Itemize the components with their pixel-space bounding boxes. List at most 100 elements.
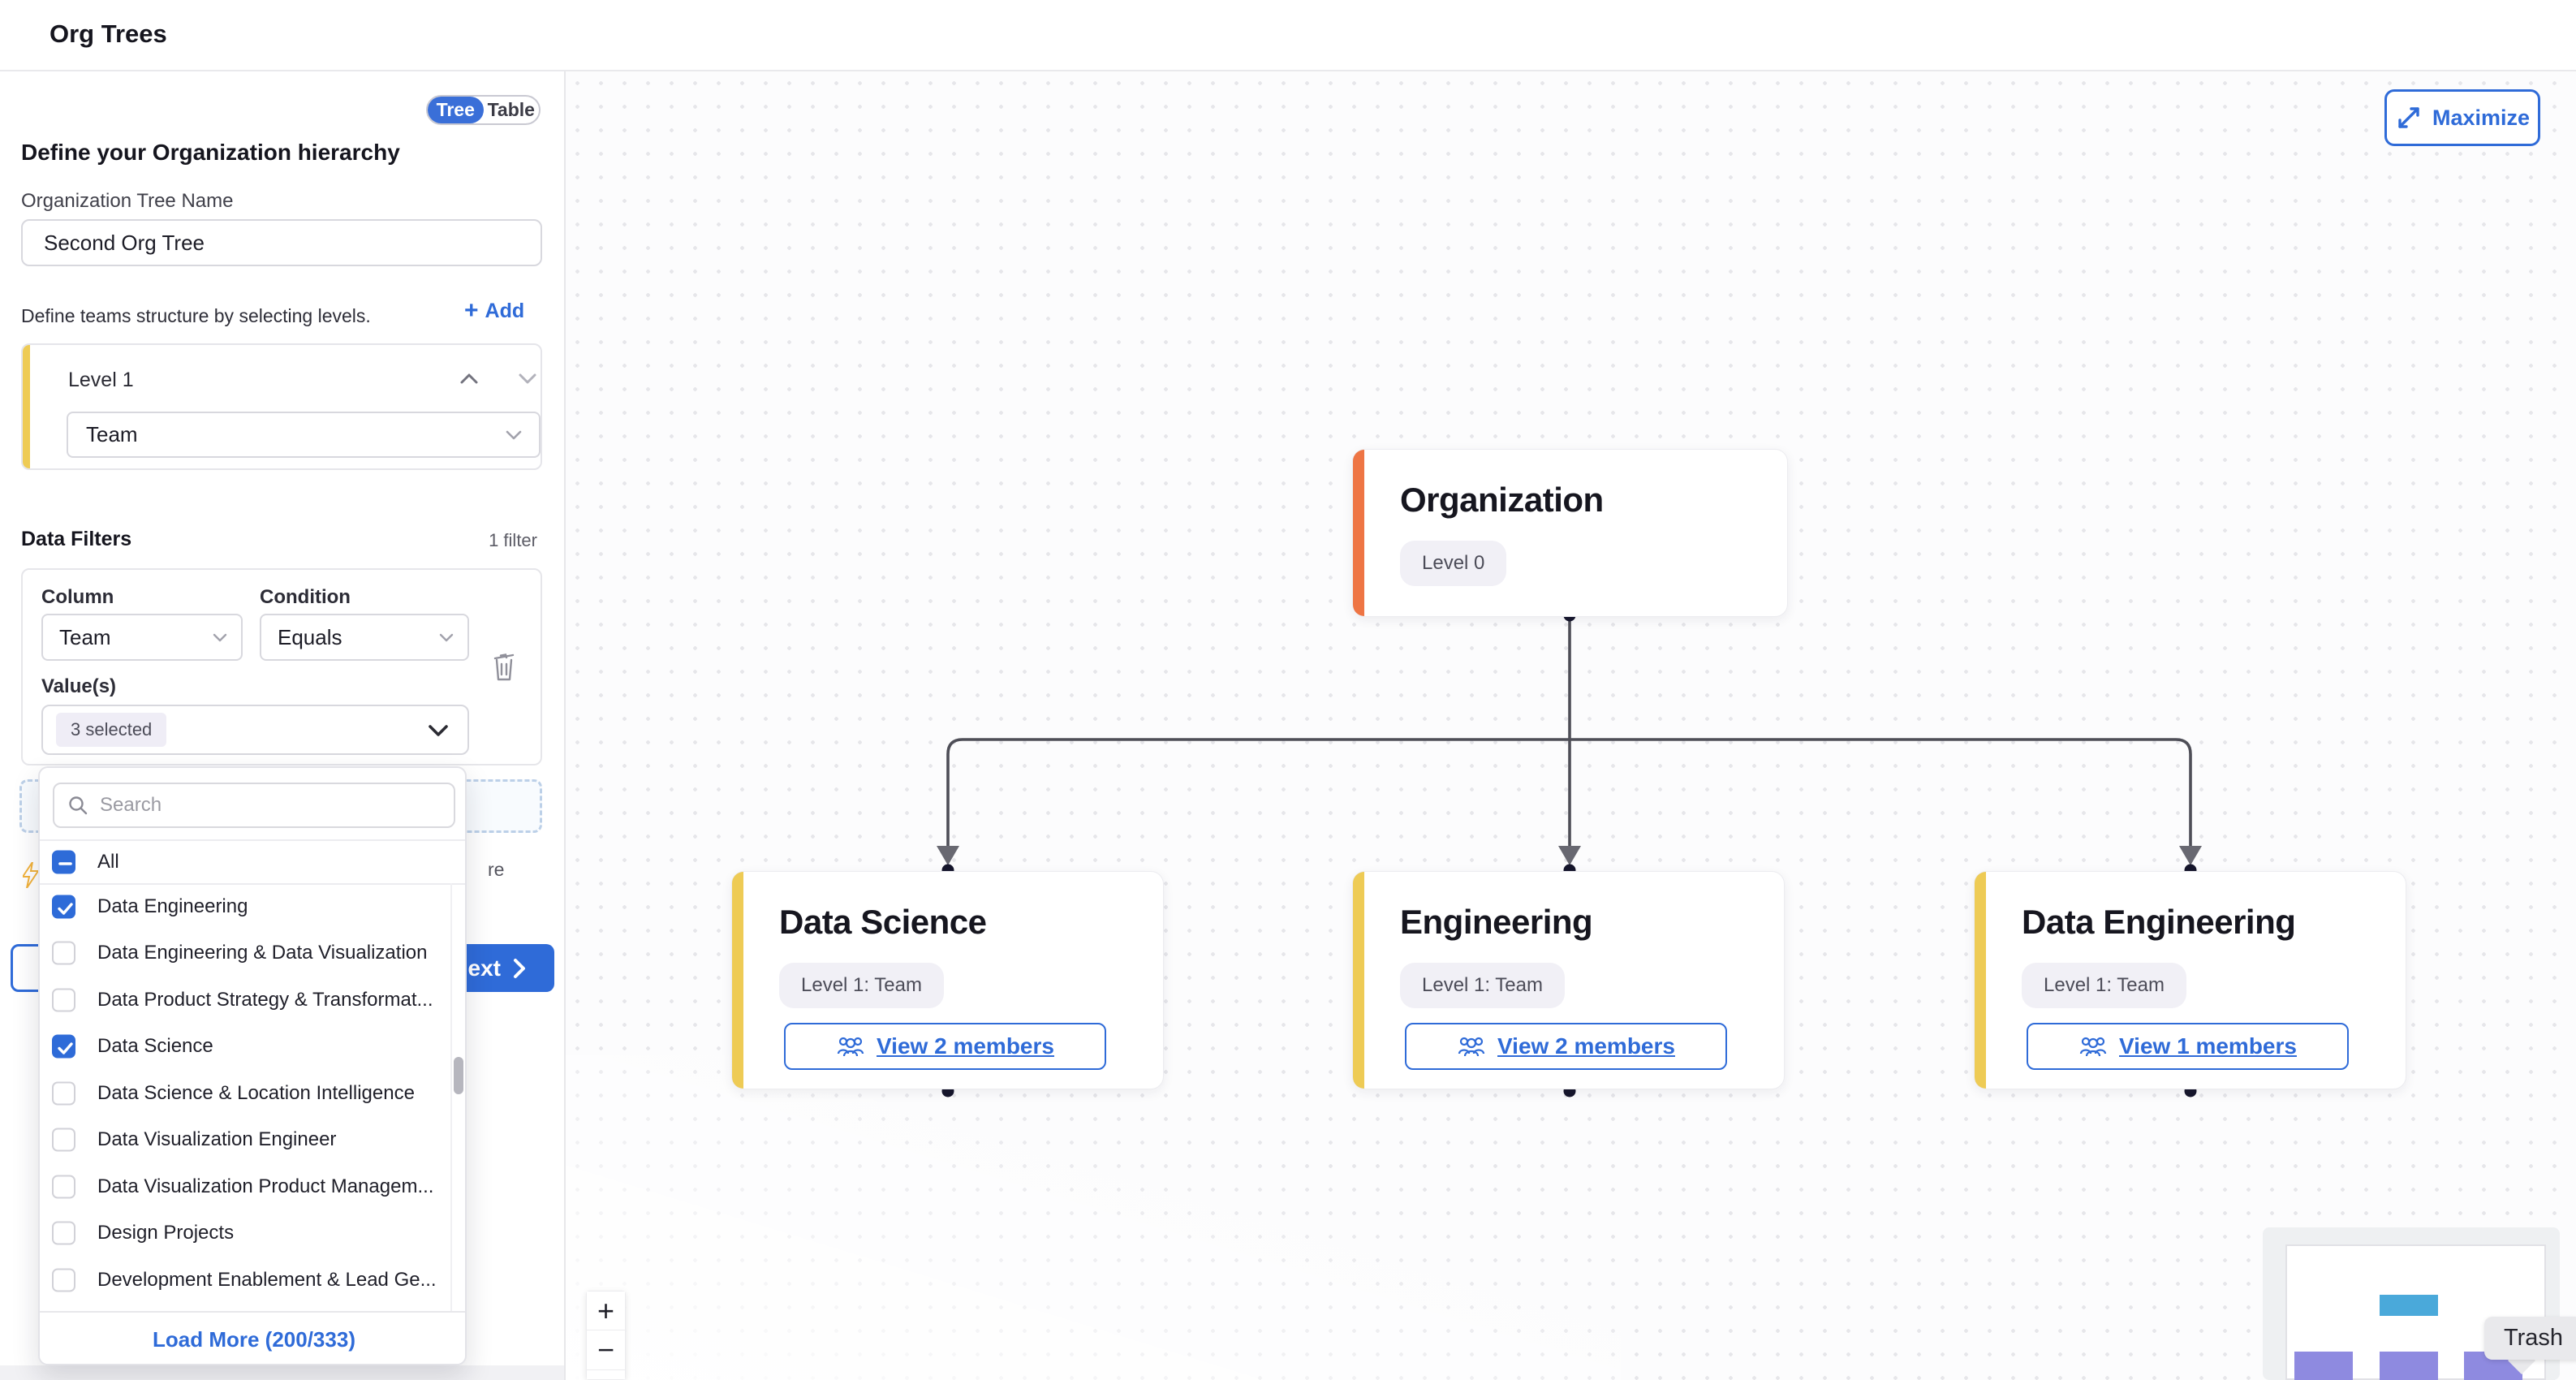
column-select[interactable]: Team xyxy=(41,614,243,661)
values-multiselect[interactable]: 3 selected xyxy=(41,705,469,755)
minimap-child-node xyxy=(2380,1352,2438,1380)
canvas-fade-overlay xyxy=(566,1055,1621,1380)
page-title: Org Trees xyxy=(50,19,167,48)
maximize-label: Maximize xyxy=(2432,105,2531,130)
view-members-button[interactable]: View 2 members xyxy=(784,1023,1106,1070)
move-up-icon[interactable] xyxy=(459,373,479,385)
org-node-child[interactable]: Data Science Level 1: Team View 2 member… xyxy=(731,871,1164,1089)
tree-name-input[interactable]: Second Org Tree xyxy=(21,219,542,266)
load-more-button[interactable]: Load More (200/333) xyxy=(153,1327,355,1352)
view-members-button[interactable]: View 1 members xyxy=(2027,1023,2349,1070)
search-input[interactable] xyxy=(100,794,424,817)
sidebar-heading: Define your Organization hierarchy xyxy=(21,140,400,165)
dropdown-search[interactable] xyxy=(53,783,455,828)
view-members-button[interactable]: View 2 members xyxy=(1405,1023,1727,1070)
expand-icon xyxy=(2398,107,2419,128)
dropdown-list: Data Engineering Data Engineering & Data… xyxy=(40,883,465,1312)
trash-label: Trash xyxy=(2484,1317,2576,1360)
view-members-label: View 1 members xyxy=(2119,1033,2297,1059)
move-down-icon[interactable] xyxy=(518,373,537,385)
canvas-zoom-controls: + − xyxy=(586,1291,626,1380)
dropdown-item[interactable]: Development & Portfolio Strat... xyxy=(40,1304,465,1312)
org-node-child[interactable]: Data Engineering Level 1: Team View 1 me… xyxy=(1974,871,2406,1089)
selected-count-chip: 3 selected xyxy=(56,713,167,747)
node-level-badge: Level 1: Team xyxy=(779,963,944,1008)
item-checkbox[interactable] xyxy=(52,1175,75,1198)
select-all-row[interactable]: All xyxy=(40,841,465,883)
dropdown-item[interactable]: Data Visualization Engineer xyxy=(40,1117,465,1163)
dropdown-item[interactable]: Data Engineering xyxy=(40,883,465,929)
dropdown-item[interactable]: Data Engineering & Data Visualization xyxy=(40,930,465,977)
select-all-label: All xyxy=(97,851,119,873)
item-label: Data Visualization Engineer xyxy=(97,1128,337,1150)
node-title: Engineering xyxy=(1400,903,1593,941)
dropdown-item[interactable]: Data Science & Location Intelligence xyxy=(40,1070,465,1116)
members-people-icon xyxy=(1458,1037,1485,1057)
level-card: Level 1 Team xyxy=(21,343,542,470)
fit-view-button[interactable] xyxy=(586,1370,626,1380)
condition-select[interactable]: Equals xyxy=(260,614,469,661)
minimap-child-node xyxy=(2294,1352,2353,1380)
column-value: Team xyxy=(59,624,111,649)
view-members-label: View 2 members xyxy=(877,1033,1054,1059)
dropdown-item[interactable]: Development Enablement & Lead Ge... xyxy=(40,1257,465,1303)
zoom-out-button[interactable]: − xyxy=(586,1330,626,1370)
maximize-button[interactable]: Maximize xyxy=(2384,89,2540,146)
column-label: Column xyxy=(41,586,114,608)
lightning-icon xyxy=(23,862,39,888)
select-all-checkbox-indeterminate[interactable] xyxy=(52,850,75,874)
zoom-in-button[interactable]: + xyxy=(586,1291,626,1330)
chevron-down-icon xyxy=(213,633,227,642)
view-members-label: View 2 members xyxy=(1497,1033,1675,1059)
item-label: Data Science xyxy=(97,1035,213,1057)
view-toggle: Tree Table xyxy=(426,95,541,125)
tree-name-label: Organization Tree Name xyxy=(21,190,234,212)
minimap-root-node xyxy=(2380,1295,2438,1316)
tab-table[interactable]: Table xyxy=(487,99,535,120)
chevron-down-icon xyxy=(429,725,448,736)
dropdown-item[interactable]: Data Science xyxy=(40,1024,465,1070)
level-accent-bar xyxy=(23,345,30,468)
item-checkbox-checked[interactable] xyxy=(52,1034,75,1059)
item-label: Data Science & Location Intelligence xyxy=(97,1081,415,1104)
dropdown-item[interactable]: Design Projects xyxy=(40,1210,465,1257)
tab-tree[interactable]: Tree xyxy=(428,97,484,123)
search-icon xyxy=(69,796,88,815)
dropdown-footer: Load More (200/333) xyxy=(40,1311,465,1364)
scrollbar-thumb[interactable] xyxy=(454,1057,463,1094)
item-label: Data Engineering xyxy=(97,895,248,917)
item-label: Development Enablement & Lead Ge... xyxy=(97,1268,437,1291)
divider xyxy=(40,883,465,885)
item-checkbox-checked[interactable] xyxy=(52,895,75,918)
node-title: Data Science xyxy=(779,903,987,941)
level-type-select[interactable]: Team xyxy=(67,412,541,458)
hidden-text-fragment: re xyxy=(488,859,505,880)
data-filters-title: Data Filters xyxy=(21,528,132,550)
item-checkbox[interactable] xyxy=(52,988,75,1011)
item-checkbox[interactable] xyxy=(52,1081,75,1105)
item-checkbox[interactable] xyxy=(52,1268,75,1292)
org-node-root[interactable]: Organization Level 0 xyxy=(1352,449,1788,617)
sidebar-bottom-strip xyxy=(0,1365,564,1380)
minimap[interactable] xyxy=(2263,1227,2560,1380)
org-node-child[interactable]: Engineering Level 1: Team View 2 members xyxy=(1352,871,1785,1089)
trash-tooltip: Trash xyxy=(2484,1317,2576,1374)
app-header: Org Trees xyxy=(0,0,2576,71)
chevron-right-icon xyxy=(514,958,525,978)
level-name: Level 1 xyxy=(68,369,134,391)
scrollbar-track xyxy=(450,883,452,1311)
condition-label: Condition xyxy=(260,586,351,608)
node-level-badge: Level 0 xyxy=(1400,541,1507,586)
dropdown-item[interactable]: Data Visualization Product Managem... xyxy=(40,1163,465,1210)
item-checkbox[interactable] xyxy=(52,1221,75,1245)
item-checkbox[interactable] xyxy=(52,941,75,965)
values-dropdown-panel: All Data Engineering Data Engineering & … xyxy=(38,766,467,1365)
delete-filter-trash-icon[interactable] xyxy=(490,650,518,683)
level-type-value: Team xyxy=(86,422,138,446)
members-people-icon xyxy=(2079,1037,2107,1057)
add-level-button[interactable]: + Add xyxy=(464,299,524,323)
dropdown-item[interactable]: Data Product Strategy & Transformat... xyxy=(40,977,465,1023)
node-title: Data Engineering xyxy=(2022,903,2296,941)
item-checkbox[interactable] xyxy=(52,1128,75,1152)
